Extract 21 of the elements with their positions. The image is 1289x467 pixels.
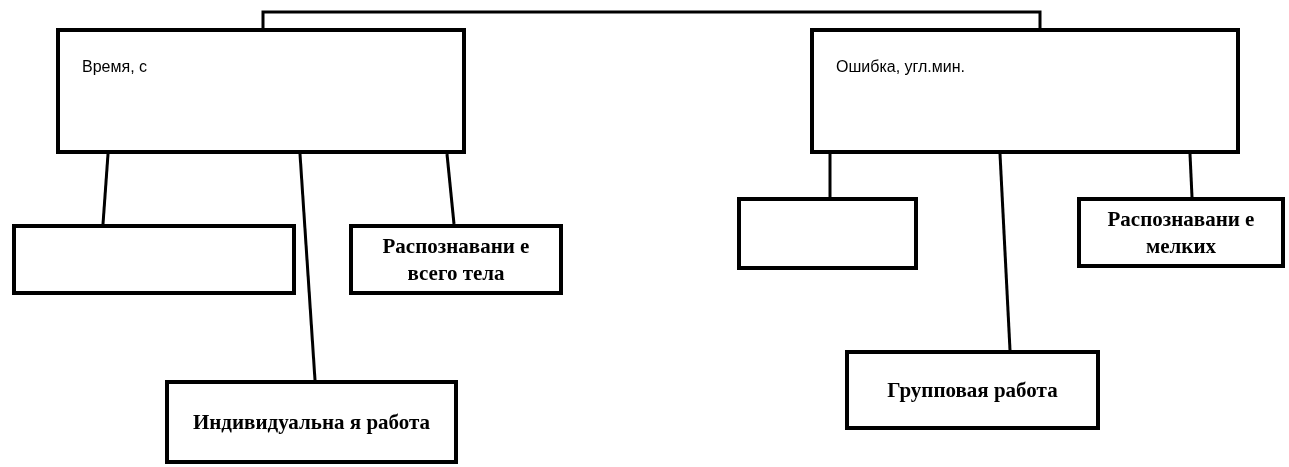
connector-line (1188, 153, 1194, 198)
connector-line (828, 154, 832, 197)
item-box (1077, 197, 1285, 268)
box-text: Индивидуальна я работа (192, 408, 431, 436)
connector-line (998, 153, 1012, 351)
category-box (56, 28, 466, 154)
connector-line (298, 153, 317, 381)
box-text: Распознавани е мелких (1106, 206, 1256, 259)
connector-line (101, 153, 110, 225)
item-box (737, 197, 918, 270)
item-box (12, 224, 296, 295)
box-text: Распознавани е всего тела (381, 233, 531, 286)
item-box (165, 380, 458, 464)
box-text: Групповая работа (887, 376, 1058, 404)
box-text: Время, с (82, 58, 148, 76)
item-box (845, 350, 1100, 430)
connector-line (261, 10, 1042, 28)
connector-line (445, 153, 456, 225)
item-box (349, 224, 563, 295)
box-text: Ошибка, угл.мин. (836, 58, 965, 76)
category-box (810, 28, 1240, 154)
